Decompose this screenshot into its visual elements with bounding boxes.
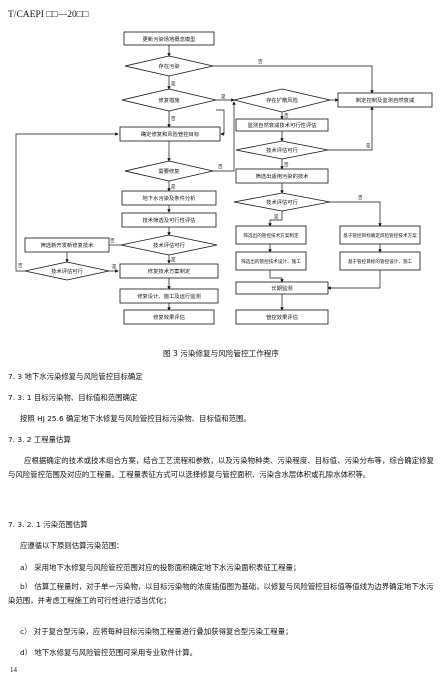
figure-caption: 图 3 污染修复与风险管控工作程序 bbox=[163, 349, 279, 358]
section-heading-7-3: 7. 3 地下水污染修复与风险管控目标确定 bbox=[8, 372, 143, 381]
label-no: 否 bbox=[258, 59, 263, 65]
label-yes: 是 bbox=[274, 214, 279, 220]
box-ctrl-b: 基于管控目标确定风险管控技术方案 bbox=[343, 232, 417, 239]
flowchart: 更新污染场地概念模型 存在污染 修复措施 确定修复和风险管控目标 需要修复 地下… bbox=[15, 31, 433, 325]
label-no: 否 bbox=[18, 263, 23, 269]
box-ctrl-eval: 管控效果评估 bbox=[266, 313, 298, 321]
label-yes: 是 bbox=[221, 94, 226, 100]
label-yes: 是 bbox=[171, 184, 176, 190]
box-goals: 确定修复和风险管控目标 bbox=[141, 130, 200, 138]
label-no: 否 bbox=[110, 238, 115, 244]
label-yes: 是 bbox=[366, 143, 371, 149]
label-no: 否 bbox=[218, 164, 223, 170]
box-effect-eval: 修复效果评估 bbox=[153, 313, 185, 321]
diamond-feasible: 技术评估可行 bbox=[153, 241, 185, 249]
box-tech-eval: 技术筛选及可行性评估 bbox=[143, 216, 197, 224]
box-long-monitor: 长期监测 bbox=[271, 284, 292, 292]
section-heading-7-3-1: 7. 3. 1 目标污染物、目标值和范围确定 bbox=[8, 393, 138, 402]
section-heading-7-3-2: 7. 3. 2 工程量估算 bbox=[8, 435, 71, 444]
page-number: 14 bbox=[10, 666, 17, 674]
box-start: 更新污染场地概念模型 bbox=[143, 35, 197, 43]
list-item-b: b） 估算工程量时，对于单一污染物，以目标污染物的浓度插值图为基础，以修复与风险… bbox=[8, 582, 434, 605]
box-scope: 地下水污染及条件分析 bbox=[143, 194, 197, 202]
document-header: T/CAEPI □□—20□□ bbox=[8, 10, 89, 20]
diamond-need-repair: 需要修复 bbox=[158, 167, 180, 175]
list-item-c: c） 对于复合型污染，应将每种目标污染物工程量进行叠加获得复合型污染工程量； bbox=[20, 627, 293, 636]
box-alt-screen: 筛选新开发新修复技术 bbox=[41, 241, 95, 249]
label-no: 否 bbox=[284, 113, 289, 119]
box-design-plan: 修复技术方案制定 bbox=[148, 267, 191, 275]
label-yes: 是 bbox=[171, 257, 176, 263]
box-pick-tech: 筛选出适用污染的技术 bbox=[256, 172, 310, 180]
label-no: 否 bbox=[171, 116, 176, 122]
label-no: 否 bbox=[358, 195, 363, 201]
label-yes: 是 bbox=[171, 81, 176, 87]
box-mna-eval: 监测自然衰减技术可行性评估 bbox=[248, 121, 318, 129]
box-ctrl-a: 筛选出的管控技术方案制定 bbox=[243, 232, 299, 239]
box-ctrl-d: 基于管控目标的管控设计、施工 bbox=[348, 258, 413, 265]
box-implement: 修复设计、施工及运行监测 bbox=[137, 292, 201, 300]
label-yes: 是 bbox=[112, 264, 117, 270]
diamond-ctrl-ok: 技术评估可行 bbox=[266, 198, 298, 206]
label-no: 否 bbox=[284, 162, 289, 168]
paragraph-7-3-1: 按照 HJ 25.6 确定地下水修复与风险管控目标污染物、目标值和范围。 bbox=[20, 414, 251, 423]
section-heading-7-3-2-1: 7. 3. 2. 1 污染范围估算 bbox=[8, 520, 88, 529]
list-item-a: a） 采用地下水修复与风险管控范围对应的投影面积确定地下水污染面积表征工程量； bbox=[20, 563, 301, 572]
box-ctrl-plan: 制定控制及监测自然衰减 bbox=[356, 96, 415, 104]
diamond-mna-ok: 技术评估可行 bbox=[266, 146, 298, 154]
paragraph-7-3-2-1: 应遵循以下原则估算污染范围： bbox=[20, 541, 124, 550]
box-ctrl-c: 筛选出的管控技术设计、施工 bbox=[241, 258, 301, 265]
list-item-d: d） 地下水修复与风险管控范围可采用专业软件计算。 bbox=[20, 648, 198, 657]
diamond-polluted: 存在污染 bbox=[158, 62, 180, 70]
paragraph-7-3-2: 应根据确定的技术或技术组合方案，结合工艺流程和参数，以及污染物种类、污染程度、目… bbox=[8, 456, 434, 479]
diamond-feasible-left: 技术评估可行 bbox=[51, 267, 83, 275]
diamond-ok-repair: 修复措施 bbox=[158, 96, 180, 104]
diamond-spread: 存在扩散风险 bbox=[266, 96, 298, 104]
